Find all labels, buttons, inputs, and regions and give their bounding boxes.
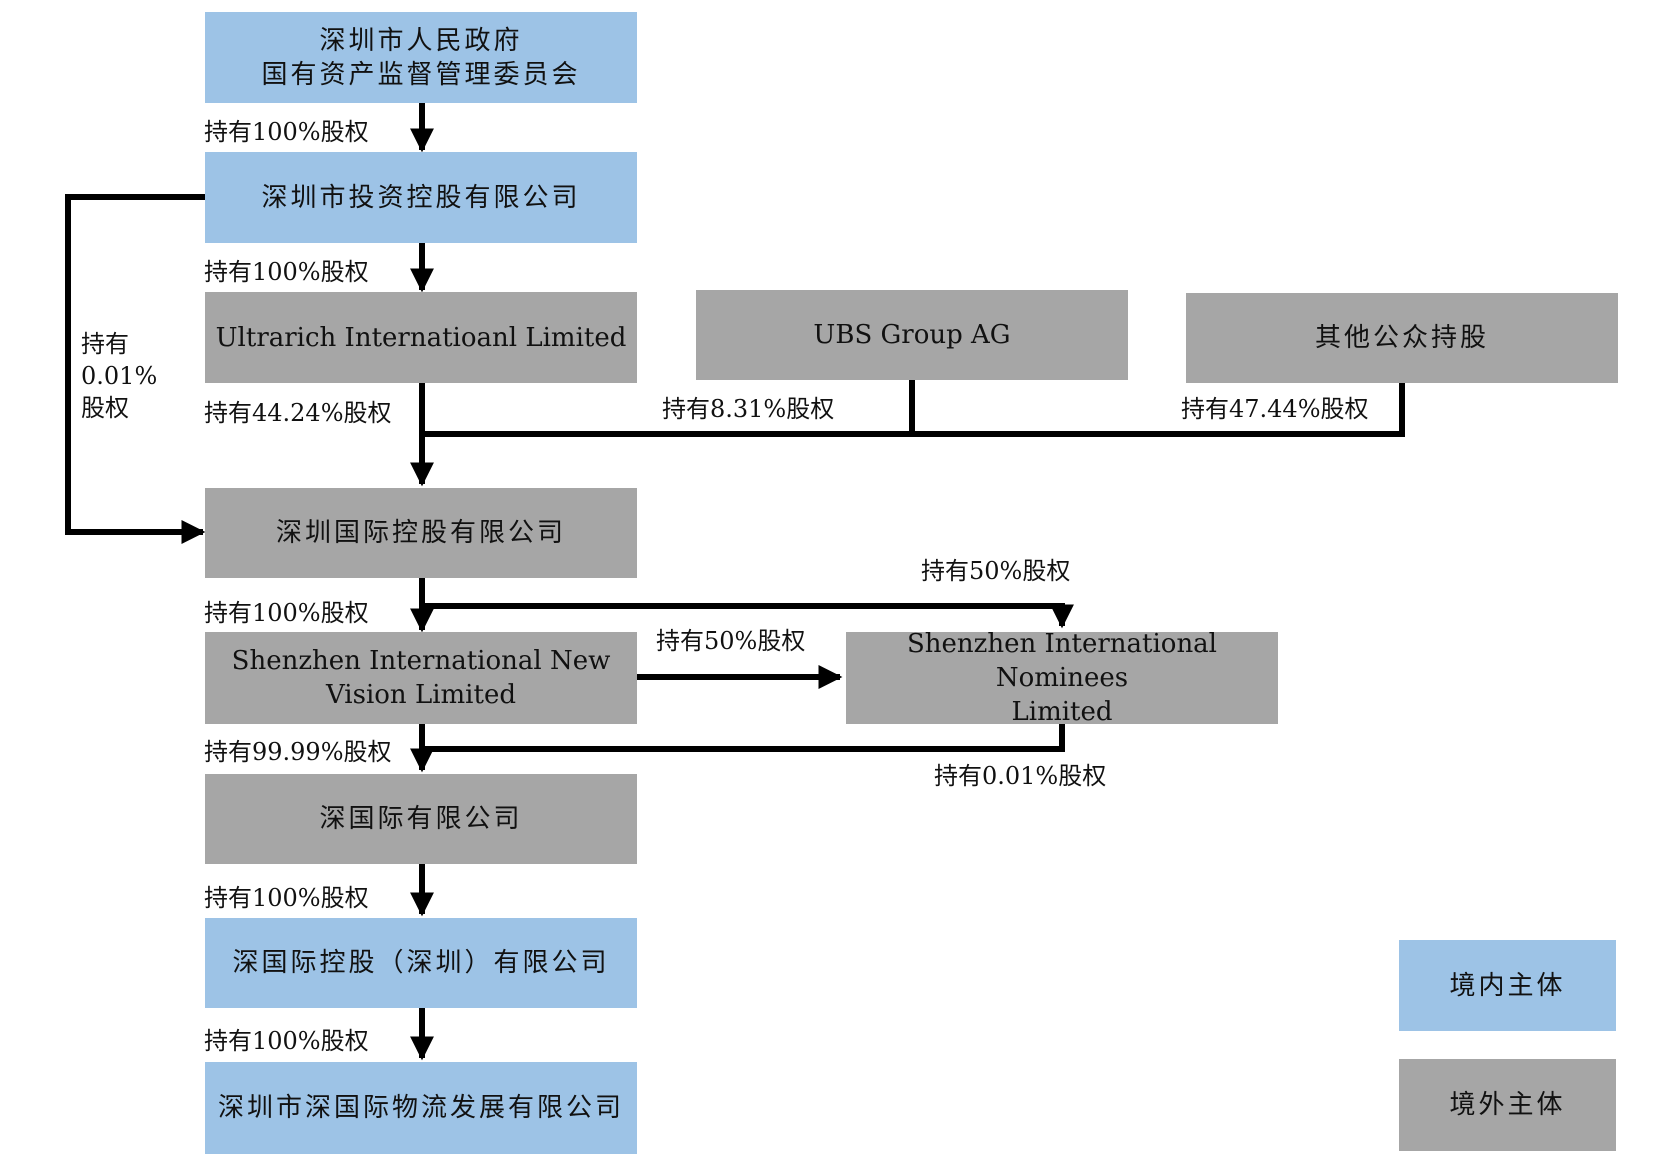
label-ubs-szi: 持有8.31%股权 xyxy=(662,395,835,423)
label-new-vision-nominees: 持有50%股权 xyxy=(656,627,806,655)
node-sasac: 深圳市人民政府 国有资产监督管理委员会 xyxy=(205,12,637,103)
legend-domestic-label: 境内主体 xyxy=(1449,970,1566,1001)
label-sihc-szi: 持有 0.01% 股权 xyxy=(81,330,158,422)
node-sgj-holdings-sz: 深国际控股（深圳）有限公司 xyxy=(205,918,637,1008)
legend-domestic: 境内主体 xyxy=(1399,940,1616,1031)
node-sasac-label: 深圳市人民政府 国有资产监督管理委员会 xyxy=(261,25,581,90)
node-szi-label: 深圳国际控股有限公司 xyxy=(275,518,566,548)
node-logistics-label: 深圳市深国际物流发展有限公司 xyxy=(217,1093,624,1123)
node-public-label: 其他公众持股 xyxy=(1314,323,1489,353)
node-sgj-holdings-sz-label: 深国际控股（深圳）有限公司 xyxy=(232,948,610,978)
node-sihc: 深圳市投资控股有限公司 xyxy=(205,152,637,243)
label-sihc-ultrarich: 持有100%股权 xyxy=(204,258,369,286)
label-sasac-sihc: 持有100%股权 xyxy=(204,118,369,146)
label-nominees-sgj: 持有0.01%股权 xyxy=(934,762,1107,790)
label-sgj-holdings-sz: 持有100%股权 xyxy=(204,884,369,912)
label-szi-new-vision: 持有100%股权 xyxy=(204,599,369,627)
node-nominees: Shenzhen International Nominees Limited xyxy=(846,629,1278,727)
node-public: 其他公众持股 xyxy=(1186,293,1618,383)
legend-overseas: 境外主体 xyxy=(1399,1059,1616,1151)
label-szi-nominees: 持有50%股权 xyxy=(921,557,1071,585)
label-new-vision-sgj: 持有99.99%股权 xyxy=(204,738,392,766)
node-szi: 深圳国际控股有限公司 xyxy=(205,488,637,578)
label-holdings-sz-logistics: 持有100%股权 xyxy=(204,1027,369,1055)
edge-sihc-szi xyxy=(65,194,206,544)
edge-public-stem xyxy=(419,382,1405,437)
node-new-vision-label: Shenzhen International New Vision Limite… xyxy=(231,646,611,710)
edge-szi-nominees xyxy=(422,603,1074,629)
legend-overseas-label: 境外主体 xyxy=(1449,1090,1566,1120)
node-nominees-label: Shenzhen International Nominees Limited xyxy=(906,629,1218,727)
label-public-szi: 持有47.44%股权 xyxy=(1181,395,1369,423)
node-ubs-label: UBS Group AG xyxy=(813,320,1011,350)
node-new-vision: Shenzhen International New Vision Limite… xyxy=(205,632,637,724)
node-sihc-label: 深圳市投资控股有限公司 xyxy=(261,182,581,213)
node-ultrarich: Ultrarich Internatioanl Limited xyxy=(205,292,637,383)
node-ubs: UBS Group AG xyxy=(696,290,1128,380)
edge-nominees-sgj xyxy=(422,724,1065,752)
label-ultrarich-szi: 持有44.24%股权 xyxy=(204,399,392,427)
node-sgj-label: 深国际有限公司 xyxy=(319,804,523,834)
node-logistics: 深圳市深国际物流发展有限公司 xyxy=(205,1062,637,1154)
node-sgj: 深国际有限公司 xyxy=(205,774,637,864)
node-ultrarich-label: Ultrarich Internatioanl Limited xyxy=(215,322,627,353)
